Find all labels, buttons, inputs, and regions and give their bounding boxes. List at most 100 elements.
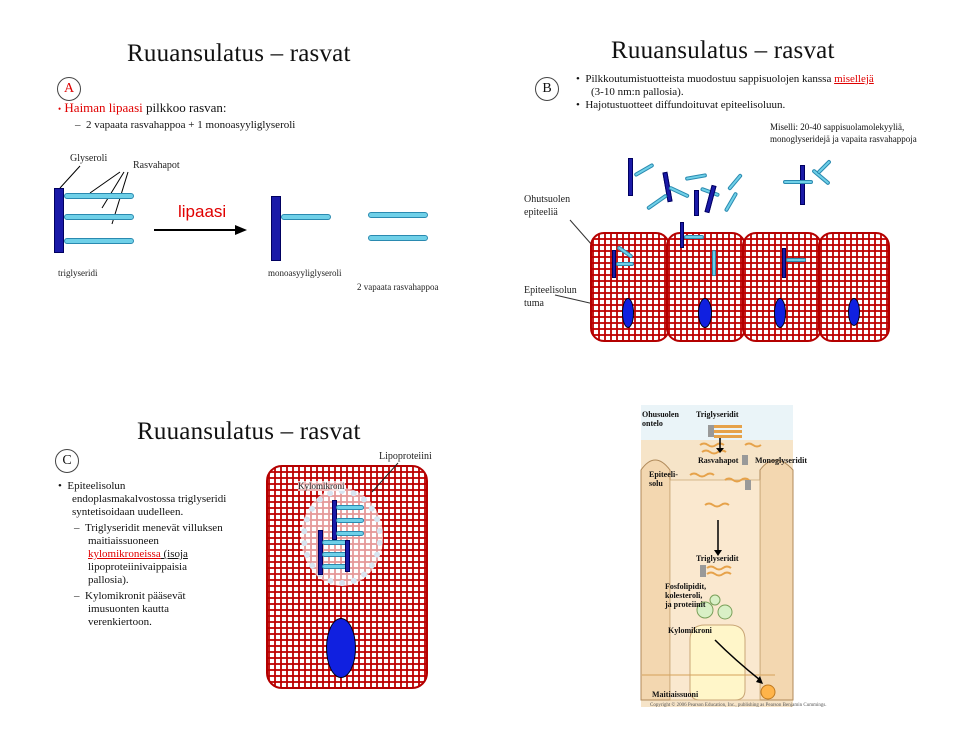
label-line-2: ontelo xyxy=(642,419,663,428)
copyright-text: Copyright © 2006 Pearson Education, Inc.… xyxy=(650,703,827,708)
slide-letter-a: A xyxy=(57,77,81,101)
bullet-icon: • xyxy=(58,480,68,492)
sub-text: maitiaissuoneen xyxy=(88,535,159,547)
label-rasvahapot: Rasvahapot xyxy=(698,456,739,465)
label-line-1: Epiteelisolun xyxy=(524,285,577,296)
sub-text: Triglyseridit menevät villuksen xyxy=(85,522,223,534)
sub-text: (isoja xyxy=(160,548,188,560)
mono-fatty-acid xyxy=(281,214,331,220)
label-maitiaissuoni: Maitiaissuoni xyxy=(652,690,699,699)
bullet-text-cont: (3-10 nm:n pallosia). xyxy=(591,86,684,98)
sub-text: Kylomikronit pääsevät xyxy=(85,590,186,602)
slide-c-bullet-1: • Epiteelisolun endoplasmakalvostossa tr… xyxy=(58,480,263,519)
sub-text: lipoproteiinivaippaisia xyxy=(88,561,187,573)
label-fosfolipidit: Fosfolipidit, kolesteroli, ja proteiinit xyxy=(665,582,706,609)
label-kylomikroni: Kylomikroni xyxy=(298,481,345,491)
bullet-text: Pilkkoutumistuotteista muodostuu sappisu… xyxy=(585,73,835,85)
cell-fa-4 xyxy=(712,250,716,276)
note-line-2: monoglyseridejä ja vapaita rasvahappoja xyxy=(770,134,917,144)
nucleus-4 xyxy=(848,298,860,326)
epithelial-cell-4 xyxy=(818,232,890,342)
slide-letter-c: C xyxy=(55,449,79,473)
label-glyseroli: Glyseroli xyxy=(70,153,108,164)
label-line-2: epiteeliä xyxy=(524,207,558,218)
bullet-rest-text: pilkkoo rasvan: xyxy=(142,100,227,115)
label-vapaata-rasvahappoa: 2 vapaata rasvahappoa xyxy=(357,282,439,292)
label-ohusuolen-ontelo: Ohusuolen ontelo xyxy=(642,410,679,428)
label-line-1: Fosfolipidit, xyxy=(665,582,707,591)
glycerol-bar-tri xyxy=(54,188,64,253)
cell-fa-5 xyxy=(786,258,806,262)
slide-a-sub-1: – 2 vapaata rasvahappoa + 1 monoasyyligl… xyxy=(75,119,295,131)
label-triglyseridi: triglyseridi xyxy=(58,268,98,278)
label-line-1: Ohusuolen xyxy=(642,410,679,419)
slide-c-sub-2: – Kylomikronit pääsevät imusuonten kautt… xyxy=(74,590,263,629)
label-line-2: kolesteroli, xyxy=(665,591,703,600)
sub-text: imusuonten kautta xyxy=(88,603,169,615)
bullet-text: Hajotustuotteet diffundoituvat epiteelis… xyxy=(585,99,786,111)
cell-mono-1 xyxy=(612,250,616,278)
nucleus-3 xyxy=(774,298,786,328)
nucleus-large xyxy=(326,618,356,678)
sub-text: pallosia). xyxy=(88,574,129,586)
bullet-text: Epiteelisolun xyxy=(67,480,126,492)
fatty-acid-3 xyxy=(64,238,134,244)
slide-c-title: Ruuansulatus – rasvat xyxy=(137,418,361,445)
slide-b-title: Ruuansulatus – rasvat xyxy=(611,37,835,64)
cell-fa-3 xyxy=(684,235,704,239)
sub-text: verenkiertoon. xyxy=(88,616,152,628)
bullet-icon: • xyxy=(58,104,62,114)
slide-a-title: Ruuansulatus – rasvat xyxy=(127,40,351,67)
nucleus-1 xyxy=(622,298,634,328)
label-epiteelisolun-tuma: Epiteelisolun tuma xyxy=(524,284,577,310)
label-monoasyyliglyseroli: monoasyyliglyseroli xyxy=(268,268,342,278)
label-epiteelisolu: Epiteeli- solu xyxy=(649,470,678,488)
nucleus-2 xyxy=(698,298,712,328)
label-ohutsuolen-epiteelia: Ohutsuolen epiteeliä xyxy=(524,193,570,219)
slide-b-bullet-1: • Pilkkoutumistuotteista muodostuu sappi… xyxy=(576,73,936,99)
note-line-1: Miselli: 20-40 sappisuolamolekyyliä, xyxy=(770,122,905,132)
label-rasvahapot: Rasvahapot xyxy=(133,160,180,171)
cell-mono-2 xyxy=(680,222,684,248)
label-triglyseridit-mid: Triglyseridit xyxy=(696,554,739,563)
slide-c-text: • Epiteelisolun endoplasmakalvostossa tr… xyxy=(58,480,263,629)
cell-mono-3 xyxy=(782,248,786,278)
chylo-fa-3 xyxy=(336,531,364,536)
glycerol-bar-mono xyxy=(271,196,281,261)
miselli-note: Miselli: 20-40 sappisuolamolekyyliä, mon… xyxy=(770,121,917,145)
slide-letter-b: B xyxy=(535,77,559,101)
chylo-fa-2 xyxy=(336,518,364,523)
label-monoglyseridit: Monoglyseridit xyxy=(755,456,807,465)
chylo-fa-1 xyxy=(336,505,364,510)
dash-icon: – xyxy=(74,590,85,602)
label-line-2: solu xyxy=(649,479,663,488)
cell-fa-1 xyxy=(616,262,634,266)
dash-icon: – xyxy=(74,522,85,534)
label-line-3: ja proteiinit xyxy=(665,600,706,609)
label-lipoproteiini: Lipoproteiini xyxy=(379,451,432,462)
bullet-text-cont: endoplasmakalvostossa triglyseridi xyxy=(72,493,227,505)
bullet-text-cont: syntetisoidaan uudelleen. xyxy=(72,506,184,518)
label-lipaasi: lipaasi xyxy=(178,202,227,221)
label-line-2: tuma xyxy=(524,298,544,309)
label-line-1: Epiteeli- xyxy=(649,470,678,479)
sub-bullet-text: 2 vapaata rasvahappoa + 1 monoasyyliglys… xyxy=(86,119,296,131)
bullet-icon: • xyxy=(576,73,586,85)
label-triglyseridit-top: Triglyseridit xyxy=(696,410,739,419)
slide-c-sub-1: – Triglyseridit menevät villuksen maitia… xyxy=(74,522,263,587)
bullet-red-text: Haiman lipaasi xyxy=(64,100,143,115)
fatty-acid-1 xyxy=(64,193,134,199)
fatty-acid-2 xyxy=(64,214,134,220)
label-kylomikroni-d: Kylomikroni xyxy=(668,626,712,635)
free-fatty-acid-2 xyxy=(368,235,428,241)
slide-b-bullet-2: • Hajotustuotteet diffundoituvat epiteel… xyxy=(576,99,785,112)
kylomikroneissa-link: kylomikroneissa xyxy=(88,548,161,560)
dash-icon: – xyxy=(75,119,86,131)
free-fatty-acid-1 xyxy=(368,212,428,218)
chylomicron xyxy=(301,488,383,586)
slide-a-bullet-1: • Haiman lipaasi pilkkoo rasvan: xyxy=(58,100,227,116)
label-line-1: Ohutsuolen xyxy=(524,194,571,205)
bullet-icon: • xyxy=(576,99,586,111)
